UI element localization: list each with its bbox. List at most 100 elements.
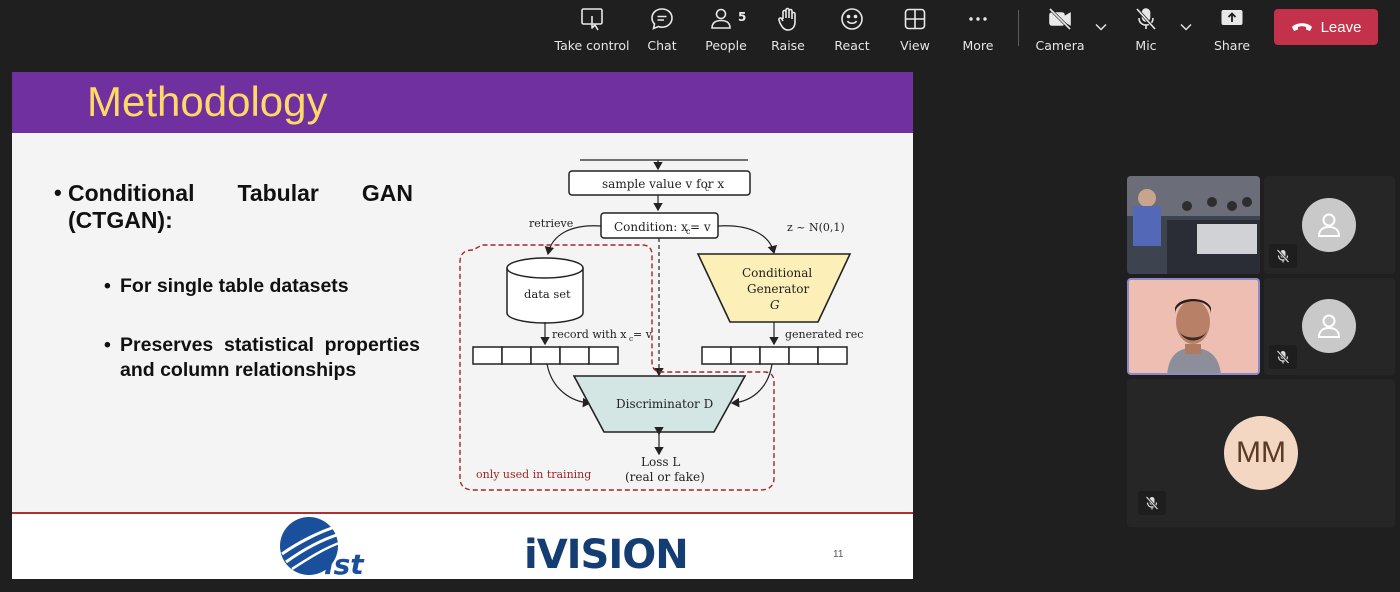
- loss-label: Loss L: [641, 455, 680, 469]
- sample-value-text: sample value v for x: [602, 177, 724, 191]
- sample-value-box: [568, 170, 751, 196]
- more-button[interactable]: More: [958, 4, 998, 58]
- participant-tile-2[interactable]: [1264, 176, 1395, 274]
- view-button[interactable]: View: [896, 4, 934, 58]
- real-record-row: [472, 346, 619, 365]
- chat-button[interactable]: Chat: [640, 4, 684, 58]
- participant-tile-room-video[interactable]: [1127, 176, 1260, 274]
- discriminator-block: [572, 375, 747, 433]
- bullet-dot: •: [104, 334, 111, 356]
- people-count: 5: [738, 10, 747, 24]
- people-icon: [711, 8, 731, 29]
- muted-indicator: [1138, 491, 1166, 515]
- slide-title: Methodology: [87, 78, 328, 125]
- ivision-logo: iVISION: [524, 532, 689, 576]
- more-icon: [969, 17, 987, 21]
- sub-bullet: • For single table datasets: [104, 275, 349, 298]
- discriminator-label: Discriminator D: [616, 397, 713, 411]
- training-region-outline: [459, 244, 775, 491]
- raise-hand-icon: [778, 7, 796, 31]
- share-button[interactable]: Share: [1212, 4, 1252, 58]
- take-control-button[interactable]: Take control: [554, 4, 630, 58]
- muted-indicator: [1269, 345, 1297, 369]
- condition-tail: = v: [690, 220, 711, 234]
- react-button[interactable]: React: [832, 4, 872, 58]
- people-button[interactable]: 5 People: [702, 4, 750, 58]
- svg-text:iVISION: iVISION: [524, 532, 688, 576]
- speaker-video-feed: [1129, 280, 1258, 375]
- bullet-line-2: (CTGAN):: [68, 207, 173, 233]
- more-label: More: [962, 38, 994, 53]
- participant-tile-4[interactable]: [1264, 278, 1395, 375]
- sub-bullet: • Preserves statistical properties and c…: [104, 333, 420, 383]
- chat-label: Chat: [647, 38, 677, 53]
- meeting-toolbar: Take control Chat 5 People Raise: [0, 0, 1400, 62]
- camera-label: Camera: [1035, 38, 1085, 53]
- mic-label: Mic: [1135, 38, 1157, 53]
- retrieve-label: retrieve: [529, 217, 573, 230]
- institute-logo: ist: [280, 517, 365, 578]
- training-note: only used in training: [476, 468, 591, 481]
- dataset-label: data set: [524, 287, 571, 301]
- slide-footer-line: [12, 512, 913, 514]
- mic-off-icon: [1135, 7, 1157, 31]
- camera-button[interactable]: Camera: [1034, 4, 1086, 58]
- default-avatar: [1302, 198, 1356, 252]
- condition-text: Condition: x: [614, 220, 688, 234]
- bullet-dot: •: [54, 180, 62, 205]
- take-control-label: Take control: [554, 38, 630, 53]
- participant-tile-speaker[interactable]: [1127, 278, 1260, 375]
- loss-sublabel: (real or fake): [625, 470, 705, 484]
- noise-label: z ~ N(0,1): [787, 221, 845, 234]
- people-label: People: [705, 38, 747, 53]
- camera-off-icon: [1048, 7, 1072, 31]
- share-screen-icon: [1221, 10, 1243, 25]
- record-label: record with x: [552, 328, 627, 341]
- generator-label-2: Generator: [747, 282, 809, 296]
- camera-options-chevron-icon[interactable]: [1094, 20, 1108, 34]
- ctgan-diagram: sample value v for x c Condition: x c = …: [459, 159, 863, 491]
- hang-up-icon: [1291, 23, 1312, 31]
- main-bullet: • Conditional Tabular GAN (CTGAN):: [54, 180, 413, 234]
- mic-off-icon: [1276, 249, 1290, 263]
- generated-record-row: [701, 346, 848, 365]
- slide-header: Methodology: [12, 72, 913, 133]
- person-icon: [1317, 314, 1341, 338]
- grid-view-icon: [904, 8, 926, 30]
- toolbar-divider: [1018, 10, 1019, 46]
- room-video-feed: [1127, 176, 1260, 274]
- leave-button[interactable]: Leave: [1274, 9, 1378, 45]
- mic-off-icon: [1145, 496, 1159, 510]
- generator-label-3: G: [770, 298, 780, 312]
- condition-subscript: c: [686, 227, 691, 236]
- react-label: React: [834, 38, 870, 53]
- bullet-word: Conditional: [68, 180, 195, 206]
- dataset-cylinder: [506, 257, 584, 324]
- slide-page-number: 11: [833, 549, 844, 560]
- share-label: Share: [1213, 38, 1251, 53]
- raise-hand-button[interactable]: Raise: [768, 4, 808, 58]
- bullet-word: GAN: [361, 180, 413, 206]
- chat-icon: [651, 8, 673, 30]
- shared-screen-slide: Methodology • Conditional Tabular GAN (C…: [12, 72, 913, 579]
- participant-tile-mm[interactable]: MM: [1127, 379, 1395, 527]
- svg-text:ist: ist: [324, 548, 365, 578]
- mic-options-chevron-icon[interactable]: [1179, 20, 1193, 34]
- sample-value-subscript: c: [705, 184, 710, 193]
- bullet-dot: •: [104, 275, 111, 297]
- person-icon: [1317, 213, 1341, 237]
- take-control-icon: [581, 8, 603, 31]
- generated-label: generated rec: [785, 328, 863, 341]
- sub-bullet-text: For single table datasets: [120, 275, 349, 297]
- bullet-word: Tabular: [237, 180, 319, 206]
- smiley-icon: [841, 8, 863, 30]
- mic-button[interactable]: Mic: [1128, 4, 1164, 58]
- initials-avatar: MM: [1224, 416, 1298, 490]
- mic-off-icon: [1276, 350, 1290, 364]
- record-subscript: c: [629, 334, 633, 343]
- generator-label-1: Conditional: [742, 266, 812, 280]
- muted-indicator: [1269, 244, 1297, 268]
- sub-bullet-text: Preserves statistical properties and col…: [120, 334, 420, 381]
- leave-label: Leave: [1320, 18, 1362, 36]
